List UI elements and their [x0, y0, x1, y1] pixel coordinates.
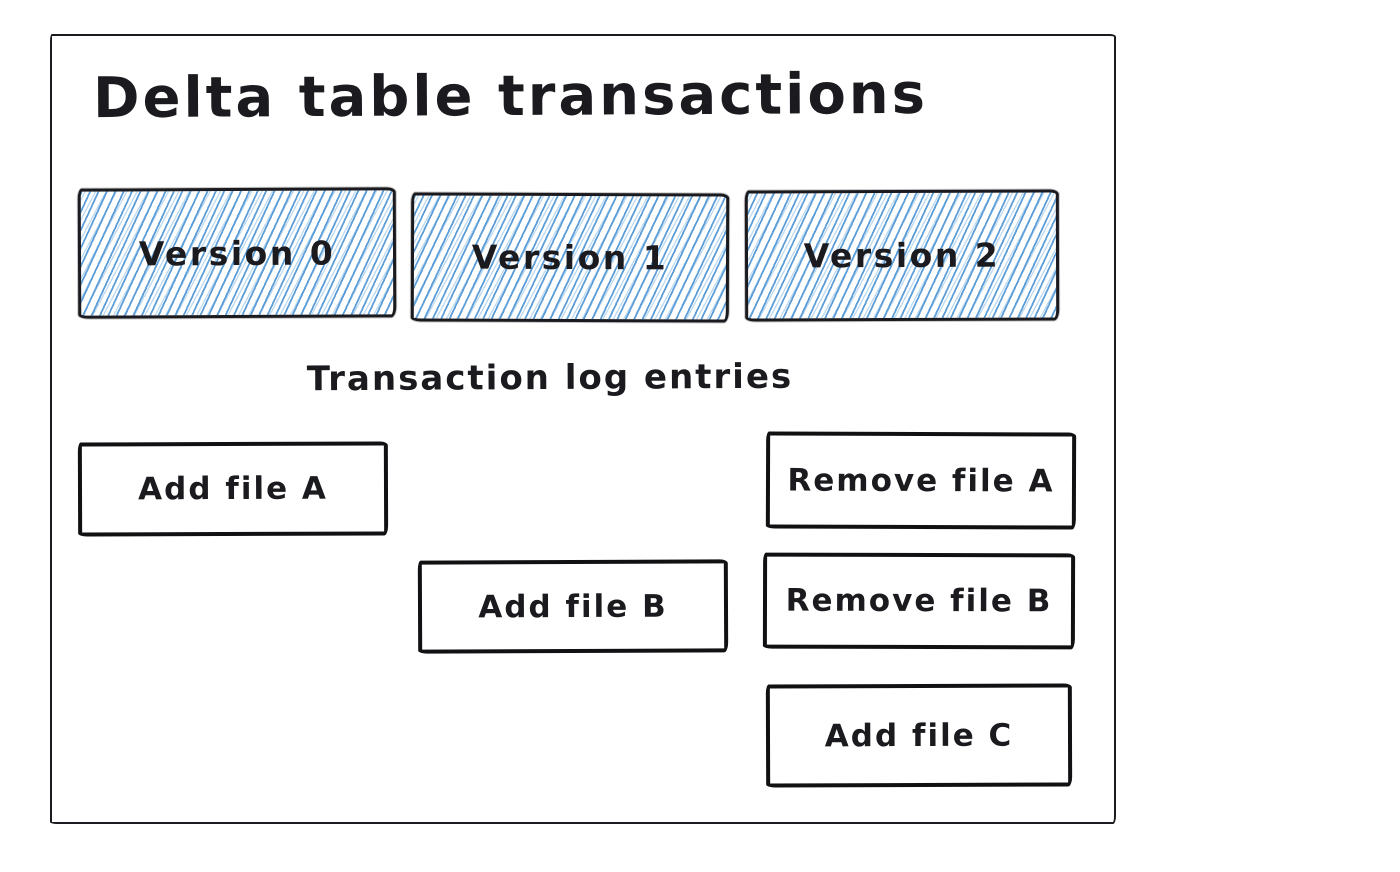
log-entry-add-file-c-label: Add file C — [824, 717, 1014, 754]
log-entry-add-file-a-label: Add file A — [138, 470, 328, 508]
transaction-log-heading: Transaction log entries — [306, 356, 794, 400]
log-entry-remove-file-b: Remove file B — [762, 552, 1076, 650]
log-entry-remove-file-b-label: Remove file B — [785, 582, 1053, 620]
log-entry-add-file-b: Add file B — [417, 559, 729, 654]
log-entry-remove-file-a-label: Remove file A — [787, 462, 1055, 499]
version-1-label: Version 1 — [471, 237, 669, 278]
version-0-label: Version 0 — [138, 233, 336, 273]
diagram-title: Delta table transactions — [92, 61, 929, 132]
version-2-box: Version 2 — [744, 189, 1060, 322]
version-2-label: Version 2 — [803, 235, 1001, 276]
log-entry-add-file-b-label: Add file B — [478, 588, 668, 625]
version-1-box: Version 1 — [410, 192, 730, 323]
log-entry-add-file-c: Add file C — [765, 683, 1073, 788]
log-entry-remove-file-a: Remove file A — [765, 431, 1077, 530]
version-0-box: Version 0 — [77, 187, 397, 319]
log-entry-add-file-a: Add file A — [77, 441, 389, 537]
